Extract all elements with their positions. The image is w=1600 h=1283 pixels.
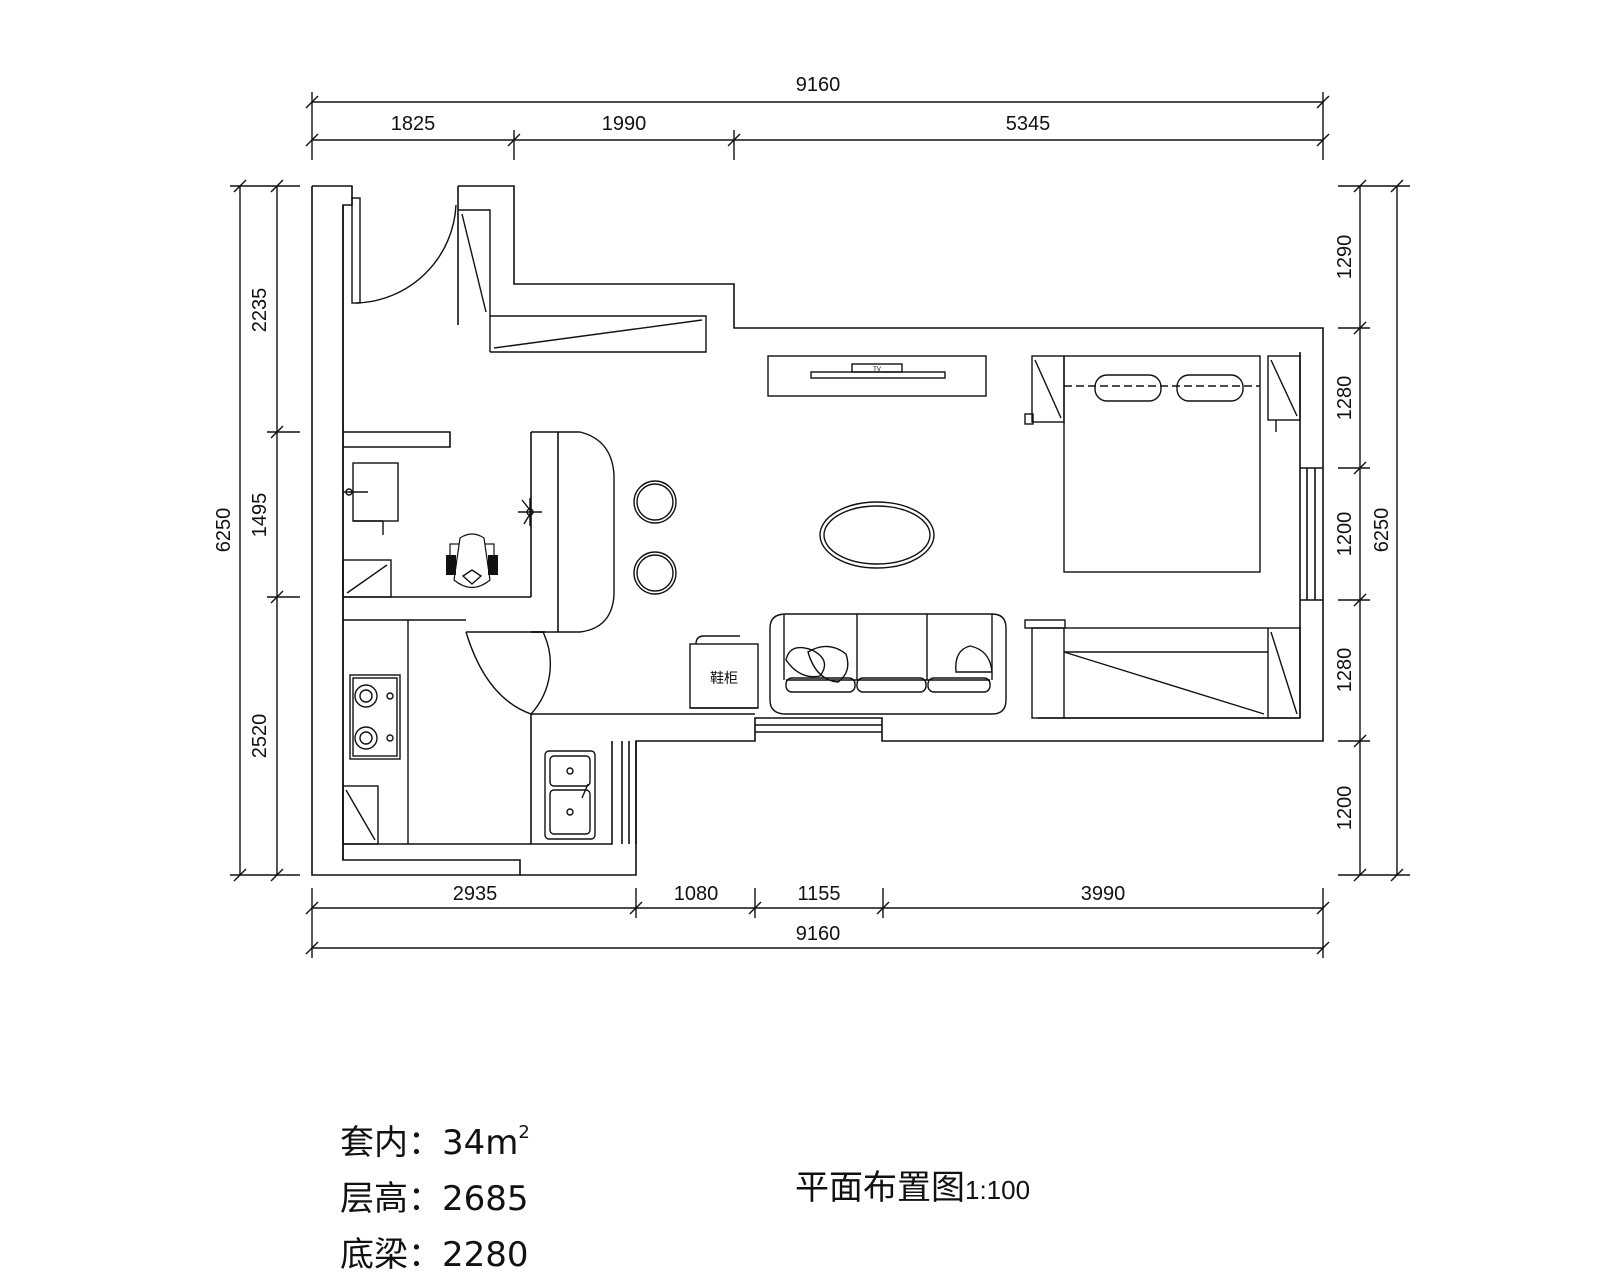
area-row: 套内：34m2: [340, 1105, 530, 1171]
area-label: 套内：: [340, 1123, 442, 1163]
beam-label: 底梁：: [340, 1235, 442, 1275]
dim-left-2: 1495: [249, 493, 271, 538]
dim-right-total: 6250: [1371, 508, 1393, 553]
dim-right-5: 1200: [1334, 786, 1356, 831]
dim-bottom-2: 1080: [674, 883, 719, 905]
dim-left-total: 6250: [213, 508, 235, 553]
dim-left-1: 2235: [249, 288, 271, 333]
area-value: 34m: [442, 1123, 519, 1163]
dim-top-2: 1990: [602, 113, 647, 135]
shoe-cabinet-label: 鞋柜: [710, 671, 738, 687]
sofa: [769, 613, 1007, 715]
shower-head: [518, 498, 542, 526]
info-block: 套内：34m2 层高：2685 底梁：2280: [340, 1105, 530, 1283]
plan-title-text: 平面布置图: [795, 1168, 965, 1208]
height-label: 层高：: [340, 1179, 442, 1219]
tv-label: TV: [873, 367, 881, 373]
shoe-cabinet: [689, 635, 759, 709]
dim-left-3: 2520: [249, 714, 271, 759]
nightstand-right: [1267, 355, 1301, 432]
nightstand-left: [1024, 355, 1065, 425]
beam-row: 底梁：2280: [340, 1227, 530, 1283]
height-row: 层高：2685: [340, 1171, 530, 1227]
dim-bottom-total: 9160: [796, 923, 841, 945]
kitchen-sink: [544, 750, 596, 840]
walls: [311, 185, 1324, 876]
bathroom-door: [465, 631, 552, 715]
height-value: 2685: [442, 1179, 529, 1219]
dim-top-1: 1825: [391, 113, 436, 135]
bed: [1063, 355, 1261, 573]
kitchen-counter: [343, 620, 531, 845]
bathroom-cabinet: [342, 559, 392, 598]
dim-bottom-3: 1155: [797, 883, 840, 905]
area-sup: 2: [518, 1122, 530, 1143]
dim-top-3: 5345: [1006, 113, 1051, 135]
coffee-table: [819, 501, 935, 569]
dim-right-1: 1290: [1334, 235, 1356, 280]
dim-right-2: 1280: [1334, 376, 1356, 421]
bar-counter: [558, 431, 615, 633]
entry-door: [351, 197, 457, 304]
dim-bottom-4: 3990: [1081, 883, 1126, 905]
dimension-lines: [230, 92, 1410, 958]
dim-right-4: 1280: [1334, 648, 1356, 693]
bathroom-sink: [343, 462, 399, 535]
plan-scale: 1:100: [965, 1175, 1031, 1205]
bar-stools: [633, 480, 677, 595]
kitchen-cabinet: [342, 785, 379, 845]
beam-value: 2280: [442, 1235, 529, 1275]
dim-top-total: 9160: [796, 74, 841, 96]
tv-cabinet: [767, 355, 987, 397]
stove: [349, 674, 401, 760]
wardrobe: [1024, 619, 1301, 719]
plan-title: 平面布置图1:100: [795, 1160, 1030, 1209]
entry-cabinet: [458, 209, 707, 353]
dim-right-3: 1200: [1334, 512, 1356, 557]
dim-bottom-1: 2935: [453, 883, 498, 905]
toilet: [446, 533, 498, 589]
